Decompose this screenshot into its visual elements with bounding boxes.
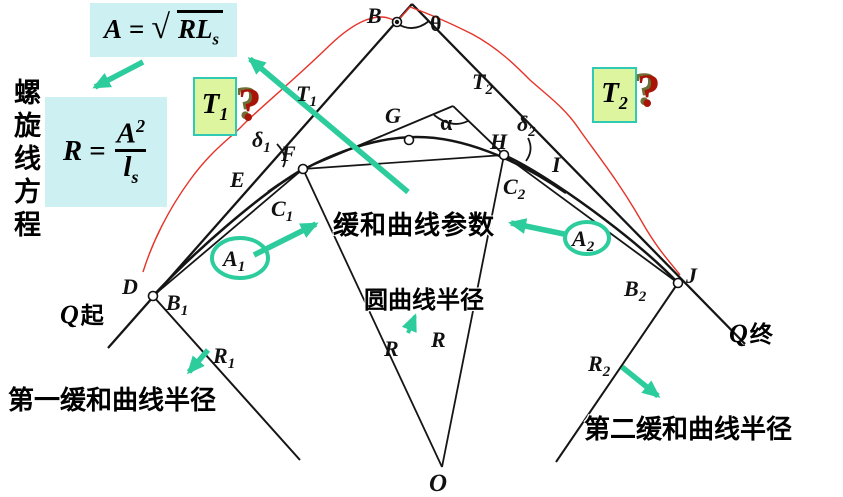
point-marker-midcurve [403, 134, 415, 146]
t2-box-label: T2 [601, 76, 628, 113]
label-G: G [385, 103, 401, 128]
t2-question-mark: ? [637, 65, 661, 117]
label-A1: A1 [221, 246, 245, 275]
radius-line-left [302, 168, 443, 468]
alpha-angle-arc [433, 114, 469, 125]
label-D: D [121, 274, 138, 299]
label-B1: B1 [165, 290, 188, 319]
second-transition-caption: 第二缓和曲线半径 [584, 414, 793, 444]
formula-a-radicand-sub: s [212, 29, 220, 49]
label-H: H [489, 129, 508, 154]
delta1-angle-arc [276, 143, 286, 168]
label-O: O [429, 470, 447, 497]
label-A2: A2 [570, 226, 595, 255]
sqrt-sign: √ [151, 8, 171, 46]
t1-box-label: T1 [201, 88, 229, 124]
formula-r-denominator-sub: s [131, 167, 139, 187]
delta2-angle-arc [525, 137, 532, 162]
label-R-left: R [383, 336, 399, 361]
t1-highlight-box: T1 [193, 77, 237, 136]
label-alpha: α [440, 110, 453, 135]
label-F: F [280, 141, 296, 166]
point-marker-H [498, 149, 510, 161]
radius-r1-line [152, 295, 301, 461]
chord-c1-line [152, 168, 304, 297]
red-brace-curve [142, 6, 681, 276]
formula-r-numerator-sup: 2 [136, 116, 146, 137]
label-R-right: R [430, 327, 446, 352]
formula-r-equals: = [89, 135, 106, 168]
arrow-circular-radius [401, 313, 417, 334]
label-C2: C2 [503, 174, 526, 203]
label-T1: T1 [296, 81, 317, 110]
arrow-param-to-formula [247, 56, 410, 195]
label-delta1: δ1 [252, 127, 271, 156]
point-marker-F [297, 163, 309, 175]
long-chord-line [302, 154, 505, 170]
circular-radius-caption: 圆曲线半径 [364, 287, 484, 314]
tangent-line-right [411, 3, 746, 345]
label-R1: R1 [212, 343, 235, 372]
construction-lines [107, 3, 746, 468]
g-line-left [302, 105, 454, 170]
label-B2: B2 [623, 276, 647, 305]
radius-line-right [441, 154, 505, 468]
spiral-equation-caption: 螺旋线方程 [10, 78, 40, 243]
formula-a-lhs: A [103, 14, 122, 45]
arrow-formula-link [92, 59, 145, 90]
label-R2: R2 [587, 351, 611, 380]
arrow-r1-caption [186, 348, 211, 375]
formula-a-radicand: RL [178, 14, 213, 45]
formula-box-a: A = √RLs [90, 3, 237, 57]
g-line-right [452, 105, 505, 156]
arrow-r2-caption [620, 364, 661, 399]
formula-r-numerator: A [116, 117, 137, 150]
point-marker-D [147, 290, 159, 302]
t2-highlight-box: T2 [592, 67, 637, 123]
point-marker-J [672, 277, 684, 289]
point-markers [147, 16, 684, 302]
t1-question-mark: ? [238, 79, 262, 131]
label-E: E [229, 167, 245, 192]
formula-a-equals: = [128, 14, 145, 45]
formula-r-lhs: R [62, 135, 83, 168]
point-marker-B-dot [394, 19, 400, 25]
first-transition-caption: 第一缓和曲线半径 [8, 385, 217, 415]
label-delta2: δ2 [517, 111, 536, 140]
transition-param-caption: 缓和曲线参数 [333, 210, 496, 240]
arrow-a2-to-param [508, 218, 565, 237]
formula-r-denominator: l [123, 151, 132, 184]
label-B: B [366, 3, 382, 28]
label-C1: C1 [271, 196, 293, 225]
label-theta: θ [430, 11, 441, 36]
arrow-a1-to-param [252, 221, 319, 258]
radius-r2-line [555, 282, 679, 463]
label-T2: T2 [472, 69, 493, 98]
label-J: J [685, 263, 698, 288]
a1-ellipse [210, 236, 270, 280]
spiral-curve-second [503, 153, 679, 284]
a2-ellipse [563, 220, 611, 256]
formula-box-r: R = A2 ls [45, 97, 167, 207]
chord-c2-line [503, 154, 679, 284]
label-I: I [551, 152, 562, 177]
